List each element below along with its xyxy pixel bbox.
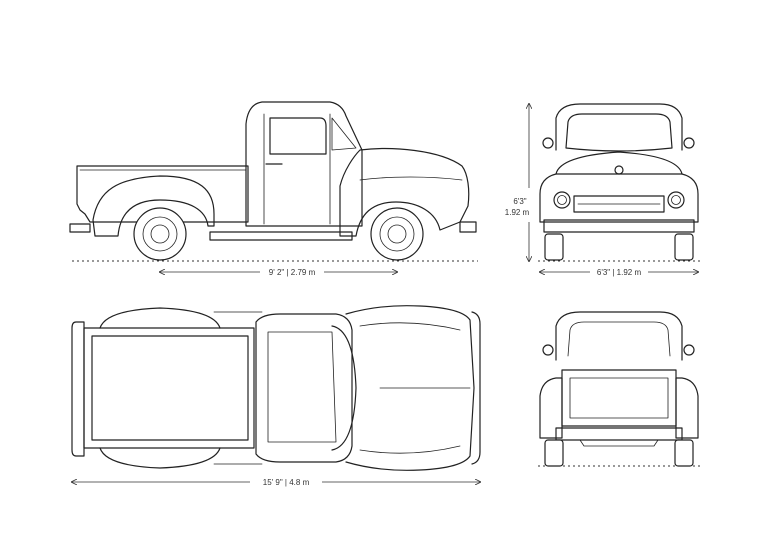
front-emblem [614,165,624,175]
front-width-label: 6'3" | 1.92 m [597,268,642,277]
rear-tire-right [674,439,694,467]
rear-mirror-left [542,344,554,356]
rear-fender-right [675,377,699,439]
side-view: 9' 2" | 2.79 m [69,101,478,277]
side-cab-window [269,117,327,155]
rear-view [538,311,700,467]
top-rear-fender-upper [99,307,221,329]
side-hood [339,147,470,237]
front-tire-right [674,233,694,261]
side-rear-bumper [69,223,91,233]
rear-fender-left [539,377,563,439]
side-cab [245,101,363,227]
front-body [539,173,699,223]
top-rear-fender-lower [99,447,221,469]
front-height-ft-label: 6'3" [513,197,526,206]
rear-cab [555,311,683,361]
side-rear-fender [92,175,215,237]
top-cab-roof [255,313,353,463]
rear-mirror-right [683,344,695,356]
top-rear-bumper [71,321,85,457]
side-running-board [209,231,353,241]
front-bumper [543,219,695,233]
front-mirror-right [683,137,695,149]
side-rear-wheel [133,207,187,261]
front-view: 6'3" 1.92 m 6'3" | 1.92 m [505,104,700,277]
top-bed [83,327,255,449]
side-bed [76,165,249,223]
front-headlight-left [553,191,571,209]
side-width-label: 9' 2" | 2.79 m [269,268,316,277]
side-front-wheel [370,207,424,261]
front-height-m-label: 1.92 m [505,208,530,217]
top-front-bumper [471,311,481,465]
rear-bumper [555,427,683,441]
front-mirror-left [542,137,554,149]
front-hood [555,151,683,175]
top-length-label: 15' 9" | 4.8 m [263,478,310,487]
front-tire-left [544,233,564,261]
top-view: 15' 9" | 4.8 m [71,305,481,487]
top-hood [345,305,475,471]
rear-tailgate [561,369,677,427]
front-cab [555,103,683,151]
top-bed-floor [91,335,249,441]
side-front-bumper [459,221,477,233]
front-headlight-right [667,191,685,209]
front-grille [573,195,665,213]
top-windshield [331,325,357,451]
rear-tire-left [544,439,564,467]
side-door [263,113,331,225]
front-windshield [565,113,673,152]
